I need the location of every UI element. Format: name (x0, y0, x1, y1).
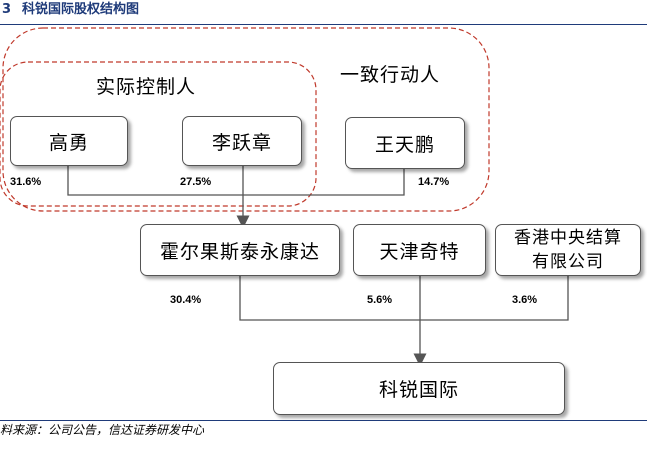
wang-tianpeng-connector (243, 169, 405, 196)
figure-number: 3 (2, 2, 12, 17)
entity-hk-clearing: 香港中央结算有限公司 (495, 224, 641, 276)
concert-party-label: 一致行动人 (340, 64, 441, 86)
concert-party-group-outline (2, 27, 490, 212)
figure-title: 3 科锐国际股权结构图 (0, 0, 647, 22)
share-huoerguo: 30.4% (170, 294, 202, 306)
entity-gao-yong: 高勇 (10, 116, 128, 166)
share-gao-yong: 31.6% (10, 176, 42, 188)
actual-controller-group-outline (0, 61, 317, 207)
entity-keirui: 科锐国际 (273, 362, 565, 415)
entity-huoerguo: 霍尔果斯泰永康达 (140, 224, 340, 276)
entity-li-yuezhang: 李跃章 (182, 116, 302, 166)
gao-yong-connector (67, 166, 243, 196)
title-divider (0, 24, 647, 25)
share-li-yuezhang: 27.5% (180, 176, 212, 188)
share-hk-clearing: 3.6% (512, 294, 538, 306)
entity-tianjin-qite: 天津奇特 (353, 224, 486, 276)
actual-controller-label: 实际控制人 (96, 76, 197, 98)
figure-title-text: 科锐国际股权结构图 (22, 2, 140, 17)
share-wang-tianpeng: 14.7% (418, 176, 450, 188)
hk-clearing-connector (420, 276, 569, 321)
entity-wang-tianpeng: 王天鹏 (345, 117, 465, 169)
source-divider (0, 420, 647, 421)
source-note: 料来源：公司公告，信达证券研发中心 (0, 423, 205, 437)
share-tianjin-qite: 5.6% (367, 294, 393, 306)
huoerguo-connector (239, 276, 420, 321)
